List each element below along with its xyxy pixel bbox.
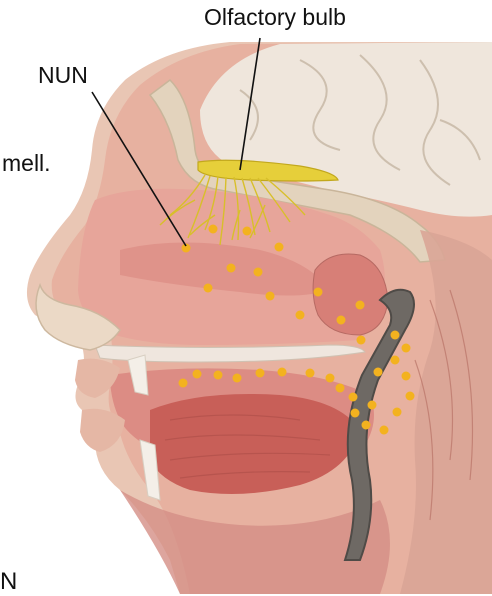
odorant-dot — [326, 374, 335, 383]
odorant-dot — [214, 371, 223, 380]
odorant-dot — [374, 368, 383, 377]
odorant-dot — [193, 370, 202, 379]
odorant-dot — [336, 384, 345, 393]
odorant-dot — [368, 401, 377, 410]
odorant-dot — [266, 292, 275, 301]
odorant-dot — [306, 369, 315, 378]
odorant-dot — [243, 227, 252, 236]
odorant-dot — [351, 409, 360, 418]
odorant-dot — [393, 408, 402, 417]
odorant-dot — [233, 374, 242, 383]
label-olfactory-bulb: Olfactory bulb — [204, 4, 346, 31]
odorant-dot — [254, 268, 263, 277]
odorant-dot — [402, 344, 411, 353]
odorant-dot — [406, 392, 415, 401]
odorant-dot — [296, 311, 305, 320]
label-nun: NUN — [38, 62, 88, 89]
odorant-dot — [391, 331, 400, 340]
odorant-dot — [278, 368, 287, 377]
odorant-dot — [357, 336, 366, 345]
odorant-dot — [380, 426, 389, 435]
odorant-dot — [209, 225, 218, 234]
odorant-dot — [337, 316, 346, 325]
label-partial-n: N — [0, 568, 17, 596]
odorant-dot — [362, 421, 371, 430]
odorant-dot — [179, 379, 188, 388]
odorant-dot — [356, 301, 365, 310]
odorant-dot — [227, 264, 236, 273]
odorant-dot — [204, 284, 213, 293]
label-partial-smell: mell. — [2, 150, 51, 177]
odorant-dot — [391, 356, 400, 365]
odorant-dot — [349, 393, 358, 402]
odorant-dot — [314, 288, 323, 297]
odorant-dot — [256, 369, 265, 378]
odorant-dot — [402, 372, 411, 381]
odorant-dot — [275, 243, 284, 252]
